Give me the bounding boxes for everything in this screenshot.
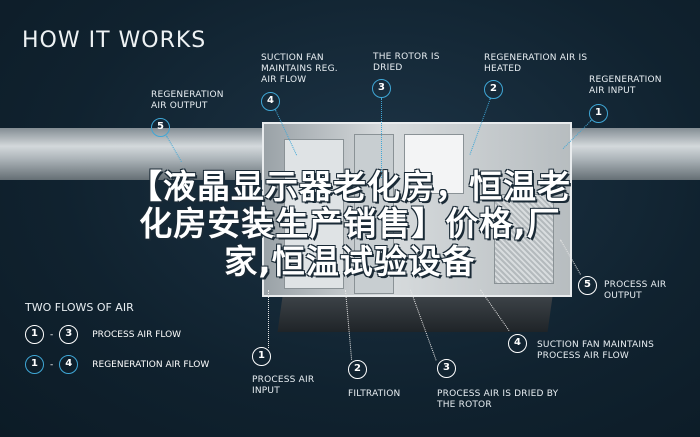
callout-reg-2: 2 — [484, 80, 503, 99]
callout-process-4: 4 — [508, 334, 527, 353]
callout-process-input-label: PROCESS AIR INPUT — [252, 375, 315, 396]
legend-from: 1 — [25, 355, 44, 374]
page-title: HOW IT WORKS — [22, 28, 207, 53]
heater-compartment — [404, 134, 464, 194]
callout-reg-5: 5 — [151, 118, 170, 137]
callout-reg-heated-label: REGENERATION AIR IS HEATED — [484, 53, 588, 74]
filter — [494, 194, 554, 284]
legend-from: 1 — [25, 325, 44, 344]
legend-dash: - — [50, 329, 54, 340]
overlay-title-line-3: 家,恒温试验设备 — [224, 242, 476, 281]
legend-item-regeneration: 1 - 4 REGENERATION AIR FLOW — [25, 355, 209, 374]
legend-to: 3 — [59, 325, 79, 344]
leader-line — [268, 290, 269, 348]
legend-title: TWO FLOWS OF AIR — [25, 301, 134, 314]
callout-process-5: 5 — [578, 276, 597, 295]
callout-process-3: 3 — [437, 359, 456, 378]
callout-process-1: 1 — [252, 347, 271, 366]
dehumidifier-unit — [262, 122, 572, 297]
overlay-title-line-2: 化房安装生产销售】价格,厂 — [139, 204, 561, 243]
leader-line — [381, 98, 382, 178]
callout-reg-4: 4 — [261, 92, 280, 111]
callout-reg-1: 1 — [589, 104, 608, 123]
legend-label: REGENERATION AIR FLOW — [92, 359, 210, 370]
legend-dash: - — [50, 359, 54, 370]
callout-filtration-label: FILTRATION — [348, 389, 401, 399]
callout-process-dried-label: PROCESS AIR IS DRIED BY THE ROTOR — [437, 389, 559, 410]
callout-reg-fan-label: SUCTION FAN MAINTAINS REG. AIR FLOW — [261, 53, 338, 85]
legend-label: PROCESS AIR FLOW — [92, 329, 182, 340]
callout-rotor-dried-label: THE ROTOR IS DRIED — [373, 52, 440, 73]
rotor-compartment — [354, 134, 394, 294]
callout-process-output-label: PROCESS AIR OUTPUT — [604, 280, 667, 301]
overlay-title-line-1: 【液晶显示器老化房，恒温老 — [129, 167, 571, 206]
fan-compartment — [284, 139, 344, 289]
callout-reg-output-label: REGENERATION AIR OUTPUT — [151, 90, 224, 111]
callout-reg-3: 3 — [372, 79, 391, 98]
legend-to: 4 — [59, 355, 79, 374]
legend-item-process: 1 - 3 PROCESS AIR FLOW — [25, 325, 181, 344]
callout-reg-input-label: REGENERATION AIR INPUT — [589, 75, 662, 96]
callout-process-fan-label: SUCTION FAN MAINTAINS PROCESS AIR FLOW — [537, 340, 655, 361]
callout-process-2: 2 — [348, 360, 367, 379]
